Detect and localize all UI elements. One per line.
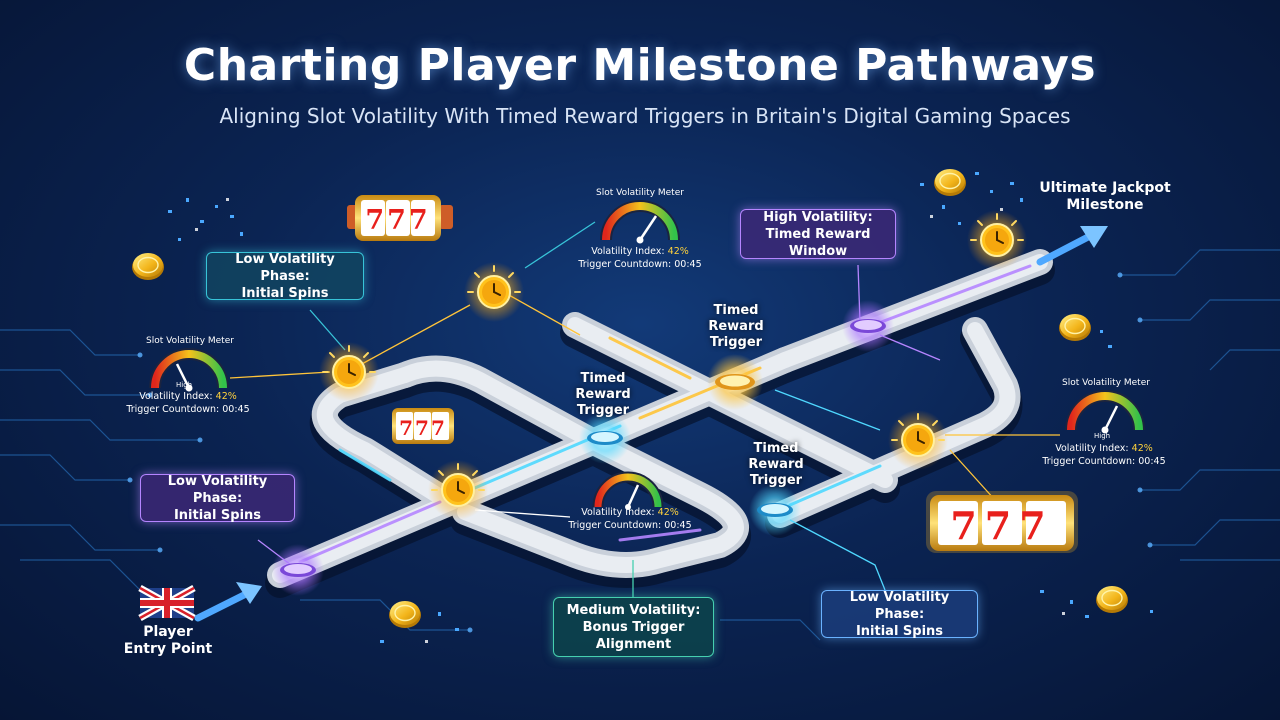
clock-icon	[966, 209, 1028, 271]
trigger-label-line: Trigger	[749, 473, 803, 488]
trigger-label-line: Trigger	[709, 335, 763, 350]
entry-point-line: Entry Point	[123, 641, 213, 657]
countdown-label: Trigger Countdown:	[578, 259, 672, 270]
clock-icon	[887, 409, 949, 471]
trigger-label-line: Reward	[708, 319, 764, 334]
entry-point-label: Player Entry Point	[112, 624, 224, 658]
countdown-label: Trigger Countdown:	[126, 404, 220, 415]
trigger-label-line: Timed	[713, 303, 759, 318]
gold-coin-icon	[131, 252, 165, 281]
phase-box-line: Timed Reward Window	[765, 226, 871, 259]
trigger-label-line: Trigger	[576, 403, 630, 418]
arrow-icon	[1036, 226, 1108, 266]
jackpot-line: Ultimate Jackpot	[1039, 180, 1171, 196]
volatility-index-readout: Volatility Index: 42%	[560, 507, 700, 518]
gauge-high-label: High	[176, 381, 193, 389]
slot-reel-icon: 777	[347, 195, 453, 241]
countdown-label: Trigger Countdown:	[568, 520, 662, 531]
gold-coin-icon	[933, 168, 967, 197]
index-value: 42%	[215, 391, 237, 402]
index-value: 42%	[657, 507, 679, 518]
phase-box-line: Bonus Trigger Alignment	[582, 619, 685, 652]
countdown-readout: Trigger Countdown: 00:45	[560, 520, 700, 531]
countdown-readout: Trigger Countdown: 00:45	[1034, 456, 1174, 467]
phase-box-low-bottom-right: Low Volatility Phase: Initial Spins	[821, 589, 978, 639]
index-label: Volatility Index:	[1055, 443, 1129, 454]
clock-icon	[318, 341, 380, 403]
gauge-icon	[600, 200, 680, 244]
phase-box-line: Medium Volatility:	[566, 602, 701, 618]
index-label: Volatility Index:	[139, 391, 213, 402]
gauge-high-label: High	[1094, 432, 1111, 440]
trigger-pad-icon	[579, 412, 631, 464]
gauge-icon	[592, 471, 664, 510]
phase-box-line: Initial Spins	[241, 285, 329, 301]
countdown-readout: Trigger Countdown: 00:45	[118, 404, 258, 415]
reel-symbols: 777	[399, 416, 447, 440]
index-label: Volatility Index:	[581, 507, 655, 518]
gold-coin-icon	[388, 600, 422, 629]
trigger-label: Timed Reward Trigger	[693, 303, 779, 351]
phase-box-low-top-left: Low Volatility Phase: Initial Spins	[206, 251, 364, 301]
clock-icon	[427, 459, 489, 521]
trigger-label-line: Timed	[753, 441, 799, 456]
gold-coin-icon	[1095, 585, 1129, 614]
uk-flag-icon	[138, 584, 196, 622]
phase-box-line: Low Volatility Phase:	[235, 251, 335, 284]
jackpot-label: Ultimate Jackpot Milestone	[1035, 180, 1175, 214]
phase-box-line: Low Volatility Phase:	[167, 473, 268, 506]
index-label: Volatility Index:	[591, 246, 665, 257]
clock-icon	[463, 261, 525, 323]
page-subtitle: Aligning Slot Volatility With Timed Rewa…	[219, 104, 1071, 128]
index-value: 42%	[1131, 443, 1153, 454]
pathway-track	[265, 249, 1055, 598]
gauge-icon	[1065, 390, 1145, 434]
volatility-index-readout: Volatility Index: 42%	[1034, 443, 1174, 454]
slot-reel-icon: 777	[926, 491, 1078, 553]
page-title: Charting Player Milestone Pathways	[183, 40, 1097, 91]
reel-symbols: 777	[365, 205, 430, 236]
meter-title: Slot Volatility Meter	[596, 188, 684, 198]
volatility-index-readout: Volatility Index: 42%	[118, 391, 258, 402]
confetti-white	[195, 198, 1065, 643]
countdown-value: 00:45	[664, 520, 692, 531]
phase-box-medium: Medium Volatility: Bonus Trigger Alignme…	[553, 597, 714, 657]
meter-title: Slot Volatility Meter	[146, 336, 234, 346]
trigger-pad-icon	[272, 544, 324, 596]
countdown-value: 00:45	[222, 404, 250, 415]
phase-box-low-left: Low Volatility Phase: Initial Spins	[140, 473, 295, 523]
trigger-label: Timed Reward Trigger	[733, 441, 819, 489]
phase-box-line: Initial Spins	[855, 623, 944, 639]
trigger-pad-icon	[842, 300, 894, 352]
meter-title: Slot Volatility Meter	[1062, 378, 1150, 388]
trigger-label-line: Timed	[580, 371, 626, 386]
trigger-label-line: Reward	[575, 387, 631, 402]
index-value: 42%	[667, 246, 689, 257]
phase-box-line: Low Volatility Phase:	[849, 589, 950, 622]
countdown-value: 00:45	[674, 259, 702, 270]
gold-coin-icon	[1058, 313, 1092, 342]
trigger-pad-icon	[707, 354, 763, 410]
circuit-nodes	[127, 272, 1153, 633]
countdown-value: 00:45	[1138, 456, 1166, 467]
confetti	[168, 172, 1153, 643]
countdown-label: Trigger Countdown:	[1042, 456, 1136, 467]
trigger-label: Timed Reward Trigger	[560, 371, 646, 419]
countdown-readout: Trigger Countdown: 00:45	[570, 259, 710, 270]
phase-box-line: Initial Spins	[173, 507, 262, 523]
arrow-icon	[194, 582, 262, 622]
slot-reel-icon: 777	[392, 408, 454, 444]
gauge-icon	[149, 348, 229, 392]
volatility-index-readout: Volatility Index: 42%	[570, 246, 710, 257]
trigger-pad-icon	[749, 484, 801, 536]
phase-box-high: High Volatility: Timed Reward Window	[740, 209, 896, 259]
trigger-label-line: Reward	[748, 457, 804, 472]
phase-box-line: High Volatility:	[763, 209, 873, 225]
reel-symbols: 777	[950, 503, 1053, 548]
jackpot-line: Milestone	[1066, 197, 1144, 213]
entry-point-line: Player	[143, 624, 193, 640]
